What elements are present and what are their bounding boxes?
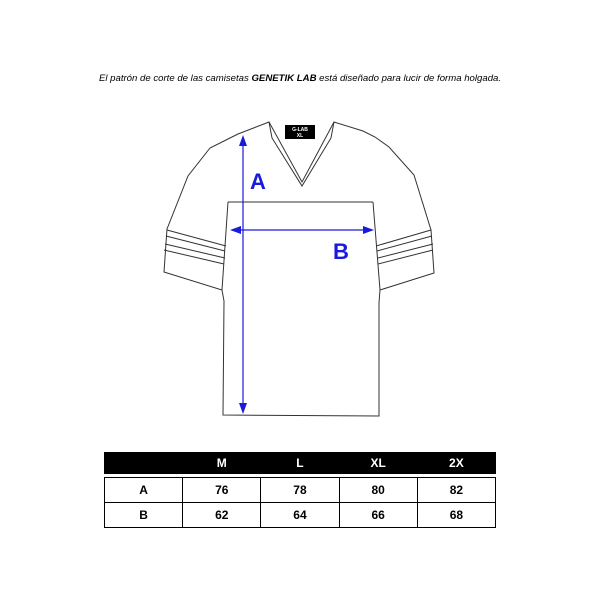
cell-b-2x: 68 bbox=[416, 502, 497, 528]
cell-a-l: 78 bbox=[260, 477, 340, 503]
cell-b-l: 64 bbox=[260, 502, 340, 528]
header-corner bbox=[103, 452, 184, 474]
measure-label-b: B bbox=[333, 239, 349, 264]
cell-a-xl: 80 bbox=[338, 477, 418, 503]
header-size-m: M bbox=[182, 452, 262, 474]
header-size-l: L bbox=[260, 452, 340, 474]
measure-arrow-a bbox=[239, 135, 247, 414]
size-tag-brand: G-LAB bbox=[292, 127, 308, 133]
cell-a-m: 76 bbox=[182, 477, 262, 503]
row-label-b: B bbox=[103, 502, 184, 528]
caption-brand: GENETIK LAB bbox=[251, 73, 317, 84]
measure-arrow-b bbox=[230, 226, 374, 234]
cell-b-m: 62 bbox=[182, 502, 262, 528]
caption-suffix: está diseñado para lucir de forma holgad… bbox=[316, 73, 502, 84]
size-tag-size: XL bbox=[297, 133, 303, 139]
tshirt-outline bbox=[163, 121, 435, 417]
size-tag: G-LAB XL bbox=[285, 125, 315, 139]
arrow-b-head-left bbox=[230, 226, 241, 234]
cell-b-xl: 66 bbox=[338, 502, 418, 528]
size-guide-caption: El patrón de corte de las camisetas GENE… bbox=[0, 73, 600, 84]
arrow-a-head-top bbox=[239, 135, 247, 146]
size-table: M L XL 2X A 76 78 80 82 B 62 64 66 68 bbox=[103, 452, 497, 528]
caption-prefix: El patrón de corte de las camisetas bbox=[98, 73, 252, 84]
arrow-a-head-bottom bbox=[239, 403, 247, 414]
tshirt-diagram: G-LAB XL A B bbox=[163, 121, 435, 417]
size-table-header-row: M L XL 2X bbox=[103, 452, 497, 474]
header-size-2x: 2X bbox=[416, 452, 497, 474]
cell-a-2x: 82 bbox=[416, 477, 497, 503]
header-size-xl: XL bbox=[338, 452, 418, 474]
table-row: A 76 78 80 82 bbox=[103, 477, 497, 503]
measure-label-a: A bbox=[250, 169, 266, 194]
size-tag-box bbox=[285, 125, 315, 139]
arrow-b-head-right bbox=[363, 226, 374, 234]
table-row: B 62 64 66 68 bbox=[103, 502, 497, 528]
row-label-a: A bbox=[103, 477, 184, 503]
